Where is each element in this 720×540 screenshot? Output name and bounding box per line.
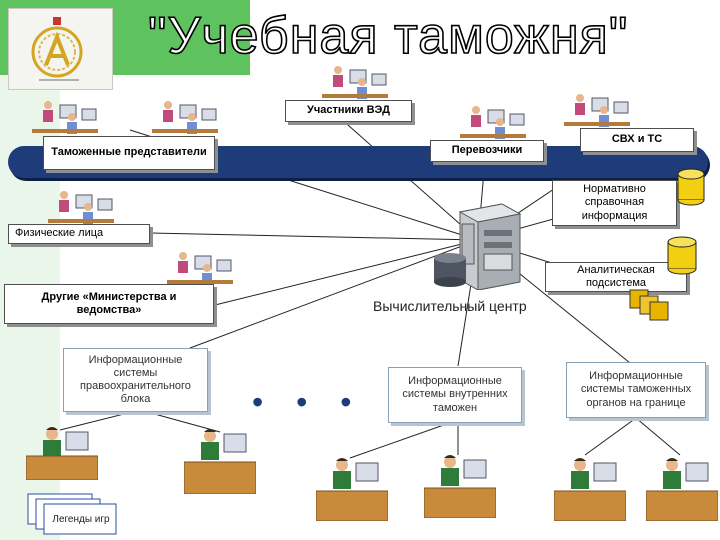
clerk-at-desk-icon <box>424 455 496 518</box>
svh-ts-box: СВХ и ТС <box>580 128 694 152</box>
office-workers-icon <box>32 101 98 134</box>
emblem-icon <box>8 8 113 90</box>
database-icon <box>434 253 466 287</box>
individuals-box: Физические лица <box>8 224 150 244</box>
office-workers-icon <box>322 66 388 99</box>
cube-stack-icon <box>629 289 669 321</box>
document-stack-icon <box>27 493 117 535</box>
office-workers-icon <box>48 191 114 224</box>
page-title: "Учебная таможня" <box>147 6 629 66</box>
server-icon <box>458 203 522 290</box>
game-legends-label: Легенды игр <box>52 513 110 525</box>
office-workers-icon <box>460 106 526 139</box>
computing-center-label: Вычислительный центр <box>373 298 527 314</box>
clerk-at-desk-icon <box>646 458 718 521</box>
ellipsis-dots: • • • <box>252 384 364 420</box>
office-workers-icon <box>564 94 630 127</box>
office-workers-icon <box>167 252 233 285</box>
clerk-at-desk-icon <box>26 427 98 480</box>
office-workers-icon <box>152 101 218 134</box>
ministries-box: Другие «Министерства и ведомства» <box>4 284 214 324</box>
law-enforcement-systems-box: Информационные системы правоохранительно… <box>63 348 208 412</box>
customs-representatives-box: Таможенные представители <box>43 136 215 170</box>
internal-customs-systems-box: Информационные системы внутренних таможе… <box>388 367 522 423</box>
analytics-subsystem-box: Аналитическая подсистема <box>545 262 687 292</box>
carriers-box: Перевозчики <box>430 140 544 162</box>
database-icon <box>667 236 697 275</box>
reference-info-box: Нормативно справочная информация <box>552 180 677 226</box>
clerk-at-desk-icon <box>316 458 388 521</box>
clerk-at-desk-icon <box>184 429 256 494</box>
border-customs-systems-box: Информационные системы таможенных органо… <box>566 362 706 418</box>
database-icon <box>677 168 705 206</box>
clerk-at-desk-icon <box>554 458 626 521</box>
ved-participants-box: Участники ВЭД <box>285 100 412 122</box>
